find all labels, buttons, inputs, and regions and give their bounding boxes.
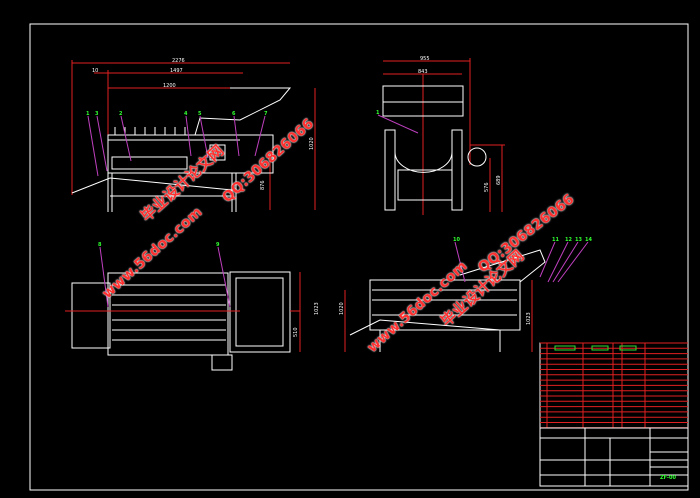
- dim-axis-height: 576: [484, 182, 490, 192]
- svg-text:10: 10: [453, 237, 460, 243]
- title-block: ZF-00: [539, 342, 689, 487]
- svg-text:3: 3: [95, 111, 99, 117]
- svg-text:14: 14: [585, 237, 592, 243]
- svg-text:2: 2: [119, 111, 123, 117]
- top-view: 1023 510 8 9: [65, 242, 320, 371]
- svg-text:1: 1: [376, 110, 380, 116]
- svg-text:12: 12: [565, 237, 572, 243]
- dim-side-width: 955: [420, 56, 430, 62]
- drawing-number: ZF-00: [660, 475, 676, 481]
- dim-detail-right: 1023: [526, 312, 532, 325]
- svg-text:4: 4: [184, 111, 188, 117]
- svg-text:6: 6: [232, 111, 236, 117]
- svg-text:5: 5: [198, 111, 202, 117]
- side-view: 955 843 689 576 1: [376, 56, 505, 215]
- dim-top-half: 510: [293, 327, 299, 337]
- svg-text:8: 8: [98, 242, 102, 248]
- svg-text:13: 13: [575, 237, 582, 243]
- dim-height: 1020: [309, 137, 315, 150]
- dim-height-low: 876: [260, 180, 266, 190]
- dim-body-length: 1200: [163, 83, 176, 89]
- svg-text:1: 1: [86, 111, 90, 117]
- svg-text:11: 11: [552, 237, 559, 243]
- sheet-border: [29, 23, 689, 491]
- dim-overall-length: 2276: [172, 58, 185, 64]
- svg-text:9: 9: [216, 242, 220, 248]
- dim-frame-length: 1497: [170, 68, 183, 74]
- dim-top-width: 1023: [314, 302, 320, 315]
- dim-offset: 10: [92, 68, 98, 74]
- dim-side-height: 689: [496, 175, 502, 185]
- dim-side-inner: 843: [418, 69, 428, 75]
- dim-detail-height: 1020: [339, 302, 345, 315]
- svg-text:7: 7: [264, 111, 268, 117]
